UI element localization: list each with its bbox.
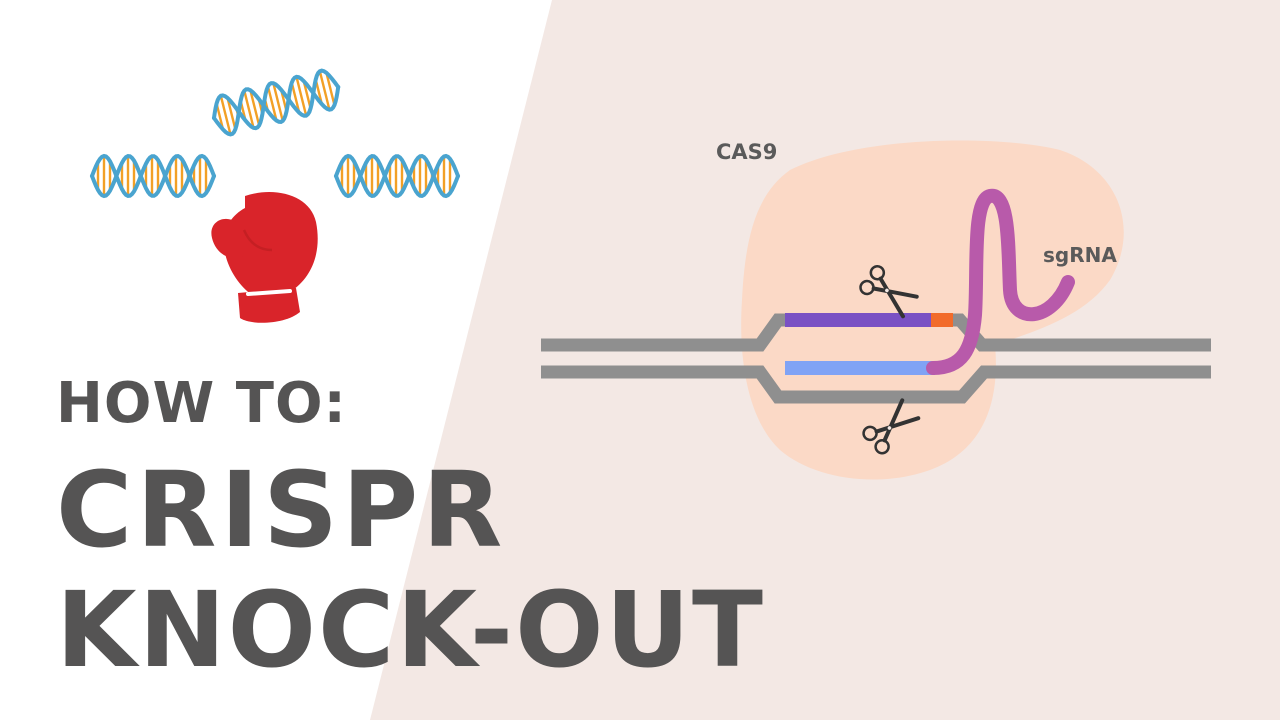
boxing-glove-icon [211,192,318,323]
headline-crispr: CRISPR [56,449,507,571]
dna-helix-icon-top [212,68,341,137]
dna-helix-icon-right [334,153,460,199]
sgrna-label: sgRNA [1043,243,1117,267]
cas9-protein-blob [741,140,1124,480]
cas9-label: CAS9 [716,140,778,164]
dna-bottom-strand [541,365,1211,404]
headline-how-to: HOW TO: [56,371,347,436]
dna-helix-icon-left [90,153,216,199]
sgrna-strand [926,189,1075,375]
headline-knock-out: KNOCK-OUT [56,569,765,691]
dna-helix-icons [90,68,460,199]
